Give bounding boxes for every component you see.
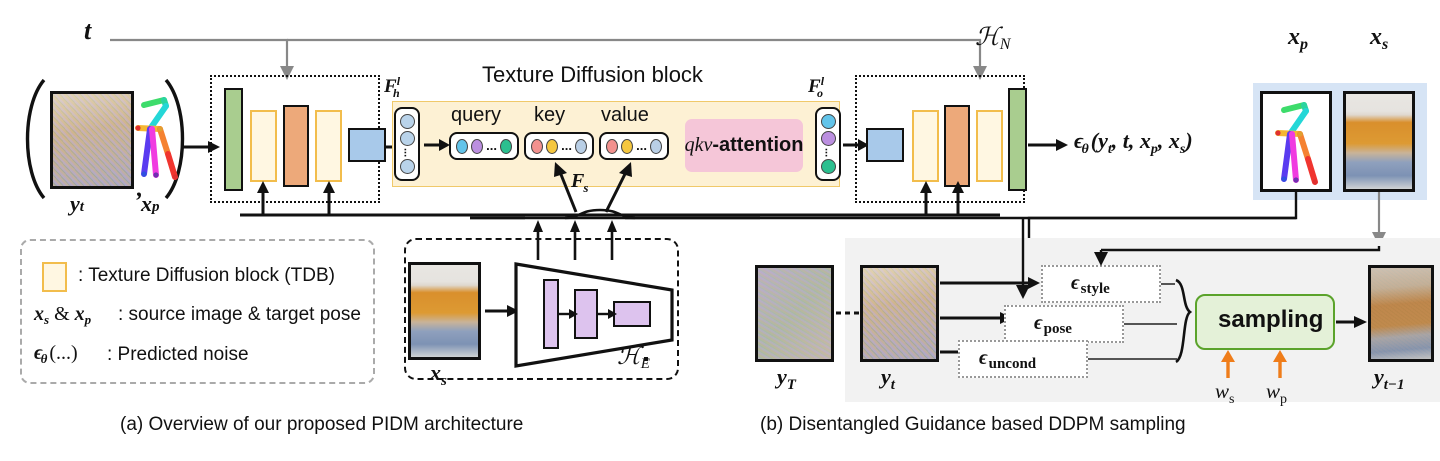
caption-a: (a) Overview of our proposed PIDM archit… bbox=[120, 414, 524, 435]
key-label: key bbox=[534, 104, 566, 126]
value-vector: ... bbox=[599, 132, 669, 160]
legend-eps-lhs: ϵθ(...) bbox=[34, 342, 78, 366]
eps-style-subscript: style bbox=[1080, 281, 1110, 297]
eps-pose-label: ϵpose bbox=[1034, 312, 1072, 337]
key-dot-2 bbox=[546, 138, 559, 154]
fh-dot-1 bbox=[399, 113, 415, 129]
unet-block-blue-right bbox=[866, 128, 904, 162]
key-vector: ... bbox=[524, 132, 594, 160]
input-comma: , bbox=[137, 176, 143, 202]
eps-pose-subscript: pose bbox=[1043, 321, 1072, 337]
encoder-internal-arrows bbox=[559, 309, 617, 319]
legend-tdb-text: : Texture Diffusion block (TDB) bbox=[78, 265, 335, 286]
noisy-input-image bbox=[50, 91, 134, 189]
unet-block-green-left bbox=[224, 88, 243, 191]
source-encoder-image-label: xs bbox=[430, 360, 447, 389]
pose-input-skeleton bbox=[135, 97, 178, 180]
unet-block-blue-left bbox=[348, 128, 386, 162]
value-label: value bbox=[601, 104, 649, 126]
qkv-attention-box: qkv-attention bbox=[685, 119, 803, 172]
query-vector: ... bbox=[449, 132, 519, 160]
fh-dot-3 bbox=[399, 159, 415, 175]
eps-style-label: ϵstyle bbox=[1071, 272, 1110, 297]
unet-block-orange-right bbox=[944, 105, 970, 187]
fo-dot-2 bbox=[820, 130, 836, 146]
fo-ellipsis: ... bbox=[822, 147, 835, 158]
arrow-fh-to-query bbox=[424, 139, 450, 151]
noisy-input-label: yt bbox=[70, 191, 84, 216]
pure-noise-label: yT bbox=[777, 364, 796, 393]
fo-dot-1 bbox=[820, 113, 836, 129]
value-dot-3 bbox=[649, 138, 662, 154]
he-label: ℋE bbox=[617, 344, 650, 372]
right-source-label: xs bbox=[1370, 24, 1389, 53]
weight-ws-label: ws bbox=[1215, 379, 1235, 407]
feature-in-label: Flh bbox=[384, 74, 401, 100]
fo-feature-column: ... bbox=[815, 107, 841, 181]
key-dot-3 bbox=[574, 138, 587, 154]
tdb-block-right-2 bbox=[976, 110, 1003, 182]
key-ellipsis: ... bbox=[561, 138, 572, 153]
query-ellipsis: ... bbox=[486, 138, 497, 153]
legend-eps-text: : Predicted noise bbox=[107, 344, 249, 365]
encoder-layer-1 bbox=[644, 357, 648, 361]
output-sample-image bbox=[1368, 265, 1434, 362]
tdb-block-right-1 bbox=[912, 110, 939, 182]
qkv-attention-label: qkv-attention bbox=[685, 134, 804, 157]
fh-feature-column: ... bbox=[394, 107, 420, 181]
legend-symbols-lhs: xs & xp bbox=[34, 303, 92, 327]
unet-block-orange-left bbox=[283, 105, 309, 187]
output-expression: ϵθ(yt, t, xp, xs) bbox=[1074, 128, 1193, 157]
fh-dot-2 bbox=[399, 130, 415, 146]
query-dot-1 bbox=[456, 138, 469, 154]
eps-pose-box bbox=[1004, 305, 1124, 343]
fs-label: Fs bbox=[571, 170, 589, 195]
legend-symbols-text: : source image & target pose bbox=[118, 304, 361, 325]
query-label: query bbox=[451, 104, 502, 126]
encoder-feature-1 bbox=[543, 279, 559, 349]
right-pose-skeleton bbox=[1275, 102, 1318, 185]
qkv-italic: qkv bbox=[684, 134, 713, 156]
fh-ellipsis: ... bbox=[401, 147, 414, 158]
eps-uncond-label: ϵuncond bbox=[979, 347, 1037, 372]
sampling-box bbox=[1195, 294, 1335, 350]
eps-style-box bbox=[1041, 265, 1161, 303]
right-source-image bbox=[1343, 91, 1415, 192]
noisy-sample-label: yt bbox=[881, 364, 895, 393]
value-ellipsis: ... bbox=[636, 138, 647, 153]
legend-tdb-swatch bbox=[42, 262, 67, 292]
fo-dot-3 bbox=[820, 159, 836, 175]
sampling-label: sampling bbox=[1218, 306, 1324, 333]
weight-wp-label: wp bbox=[1266, 379, 1288, 407]
query-dot-3 bbox=[499, 138, 512, 154]
source-encoder-image bbox=[408, 262, 481, 360]
arrow-source-to-encoder bbox=[485, 305, 519, 317]
arrow-decoder-to-output bbox=[1028, 139, 1068, 151]
eps-uncond-subscript: uncond bbox=[988, 356, 1037, 372]
key-dot-1 bbox=[531, 138, 544, 154]
tdb-block-left-1 bbox=[250, 110, 277, 182]
eps-uncond-box bbox=[958, 340, 1088, 378]
hn-label: ℋN bbox=[975, 24, 1011, 53]
texture-diffusion-title: Texture Diffusion block bbox=[482, 62, 703, 87]
caption-b: (b) Disentangled Guidance based DDPM sam… bbox=[760, 414, 1186, 435]
unet-block-green-right bbox=[1008, 88, 1027, 191]
fs-arrows bbox=[554, 162, 632, 213]
noisy-sample-image bbox=[860, 265, 939, 362]
legend-box bbox=[20, 239, 375, 384]
pure-noise-image bbox=[755, 265, 834, 362]
encoder-feature-3 bbox=[613, 301, 651, 327]
feature-out-label: Flo bbox=[808, 74, 825, 100]
qkv-bold: -attention bbox=[712, 134, 804, 156]
input-bracket-group bbox=[25, 78, 185, 200]
value-dot-2 bbox=[621, 138, 634, 154]
tdb-block-left-2 bbox=[315, 110, 342, 182]
pose-input-label: xp bbox=[141, 191, 160, 216]
value-dot-1 bbox=[606, 138, 619, 154]
output-sample-label: yt−1 bbox=[1374, 364, 1405, 393]
right-pose-label: xp bbox=[1288, 24, 1308, 53]
arrow-sampling-to-output bbox=[1336, 316, 1367, 328]
query-dot-2 bbox=[471, 138, 484, 154]
timestep-label: t bbox=[84, 16, 92, 45]
